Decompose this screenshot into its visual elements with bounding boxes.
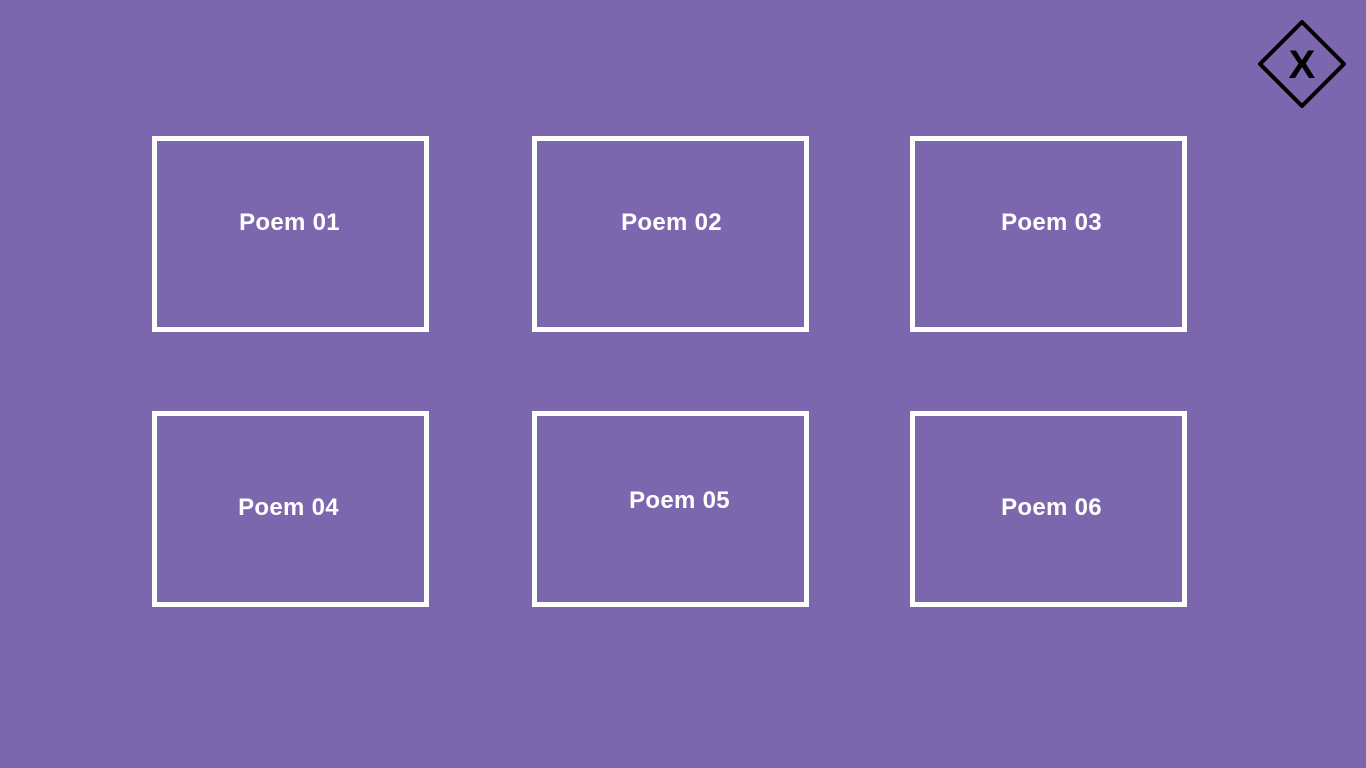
poem-04-label: Poem 04	[238, 494, 339, 521]
close-glyph: X	[1289, 43, 1316, 87]
poem-03-label: Poem 03	[1001, 209, 1102, 236]
poem-02-button[interactable]: Poem 02	[532, 136, 809, 332]
close-button[interactable]: X	[1258, 20, 1346, 108]
poem-01-label: Poem 01	[239, 209, 340, 236]
poem-05-label: Poem 05	[629, 487, 730, 514]
poem-05-button[interactable]: Poem 05	[532, 411, 809, 607]
poem-04-button[interactable]: Poem 04	[152, 411, 429, 607]
poem-01-button[interactable]: Poem 01	[152, 136, 429, 332]
poem-03-button[interactable]: Poem 03	[910, 136, 1187, 332]
poem-06-button[interactable]: Poem 06	[910, 411, 1187, 607]
poem-02-label: Poem 02	[621, 209, 722, 236]
close-icon: X	[1258, 20, 1346, 108]
poem-06-label: Poem 06	[1001, 494, 1102, 521]
